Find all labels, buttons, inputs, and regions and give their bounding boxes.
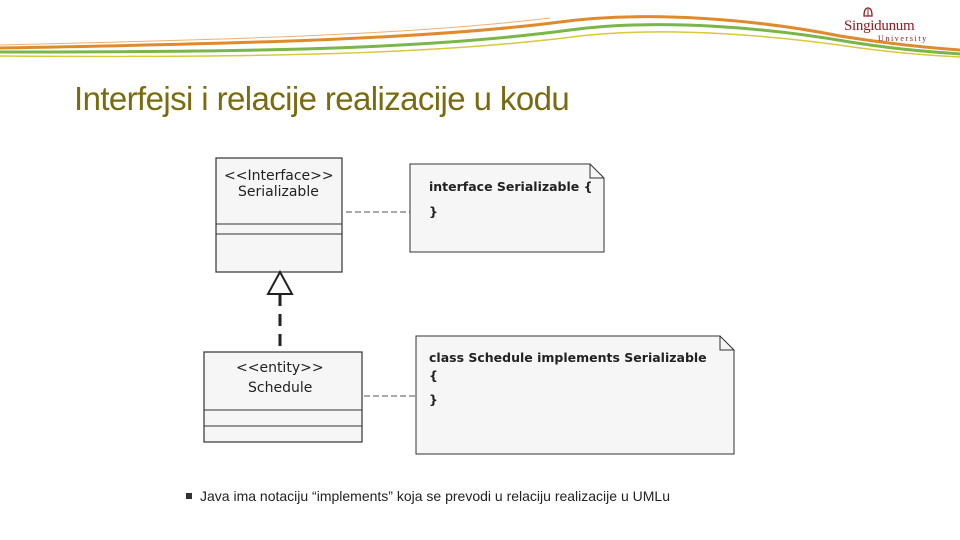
logo-name: Singidunum — [844, 18, 915, 34]
crest-icon — [863, 7, 873, 17]
realization-arrow — [266, 269, 294, 352]
class-code-line-3: } — [429, 392, 438, 407]
logo-subtitle: University — [878, 34, 928, 43]
class-code-line-1: class Schedule implements Serializable — [429, 350, 707, 365]
university-logo: Singidunum University — [840, 6, 940, 43]
uml-diagram: <<Interface>> Serializable <<entity>> Sc… — [203, 157, 735, 455]
header-swoosh-decoration — [0, 15, 960, 58]
entity-name: Schedule — [248, 380, 312, 396]
interface-stereotype: <<Interface>> — [224, 168, 334, 184]
class-code-line-2: { — [429, 368, 438, 383]
interface-code-line-2: } — [429, 204, 438, 219]
bullet-text: Java ima notaciju “implements” koja se p… — [200, 488, 670, 504]
interface-class-box: <<Interface>> Serializable — [215, 157, 343, 273]
interface-code-line-1: interface Serializable { — [429, 179, 593, 194]
entity-stereotype: <<entity>> — [236, 360, 324, 376]
slide-title: Interfejsi i relacije realizacije u kodu — [74, 80, 570, 117]
entity-class-box: <<entity>> Schedule — [203, 351, 363, 443]
interface-name: Serializable — [238, 184, 319, 200]
bullet-square-icon — [186, 493, 192, 499]
bullet-item: Java ima notaciju “implements” koja se p… — [186, 488, 670, 504]
interface-code-note: interface Serializable { } — [409, 163, 605, 253]
class-code-note: class Schedule implements Serializable {… — [415, 335, 735, 455]
